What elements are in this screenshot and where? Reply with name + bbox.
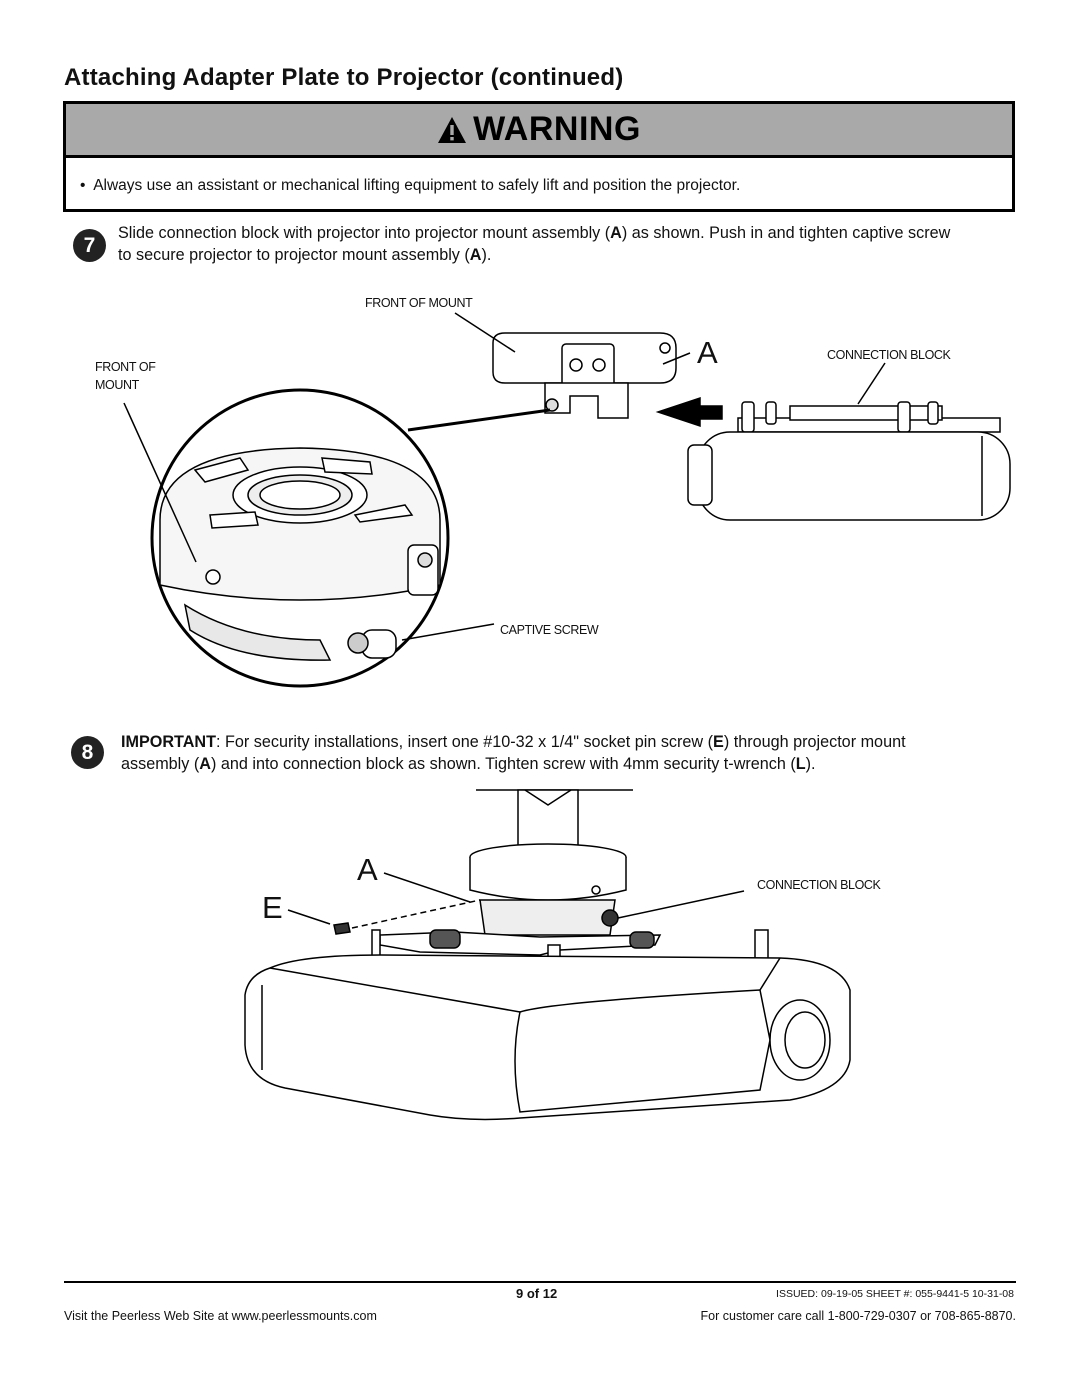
step-7-diagram <box>123 312 1011 688</box>
warning-triangle-icon <box>438 116 467 143</box>
front-of-mount-label-top: FRONT OF MOUNT <box>365 296 473 310</box>
footer-rule <box>64 1281 1016 1283</box>
connection-block-label-step-8: CONNECTION BLOCK <box>757 878 881 892</box>
website-note: Visit the Peerless Web Site at www.peerl… <box>64 1309 377 1323</box>
warning-title: WARNING <box>473 110 641 148</box>
warning-box: WARNING • Always use an assistant or mec… <box>63 101 1015 212</box>
label-e: E <box>262 890 283 925</box>
step-7-line-2: to secure projector to projector mount a… <box>118 246 492 264</box>
warning-bullet: • <box>80 177 86 194</box>
step-8-instructions: IMPORTANT: For security installations, i… <box>121 731 906 775</box>
connection-block-label-step-7: CONNECTION BLOCK <box>827 348 951 362</box>
page-number: 9 of 12 <box>516 1286 558 1301</box>
step-8-line-2: assembly (A) and into connection block a… <box>121 755 816 773</box>
warning-text: • Always use an assistant or mechanical … <box>80 177 740 195</box>
label-a-step-8: A <box>357 852 378 887</box>
step-7-number: 7 <box>73 229 106 262</box>
step-8-number: 8 <box>71 736 104 769</box>
issued-sheet-info: ISSUED: 09-19-05 SHEET #: 055-9441-5 10-… <box>776 1288 1014 1300</box>
customer-care-note: For customer care call 1-800-729-0307 or… <box>700 1309 1016 1323</box>
step-7-instructions: Slide connection block with projector in… <box>118 222 950 266</box>
front-of-mount-label-left-1: FRONT OF <box>95 360 156 374</box>
front-of-mount-label-left-2: MOUNT <box>95 378 139 392</box>
step-8-diagram <box>244 789 851 1121</box>
captive-screw-label: CAPTIVE SCREW <box>500 623 599 637</box>
step-8-line-1: IMPORTANT: For security installations, i… <box>121 733 906 751</box>
page-title: Attaching Adapter Plate to Projector (co… <box>64 64 624 91</box>
step-7-line-1: Slide connection block with projector in… <box>118 224 951 242</box>
label-a-step-7: A <box>697 335 718 370</box>
warning-message: Always use an assistant or mechanical li… <box>93 177 741 194</box>
warning-header: WARNING <box>66 104 1012 158</box>
